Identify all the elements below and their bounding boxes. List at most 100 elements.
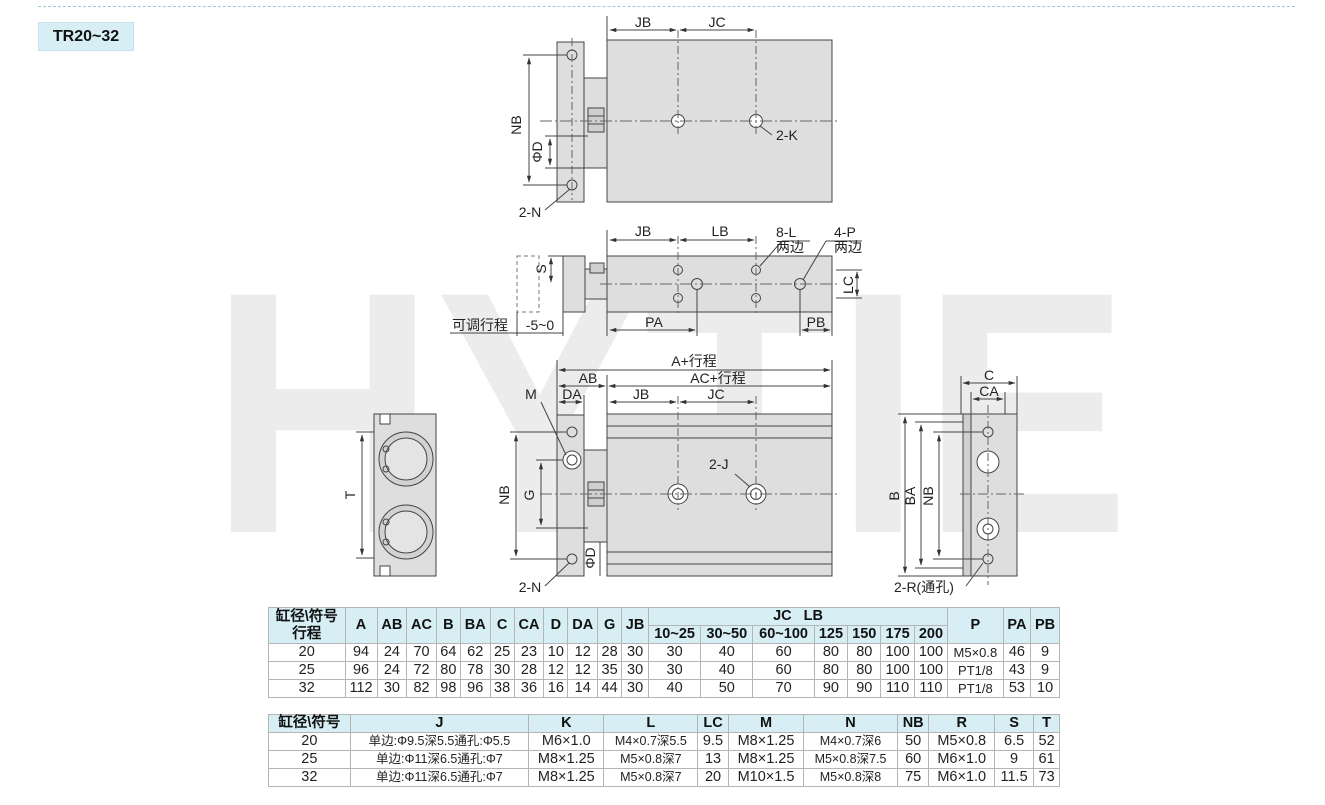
table-cell: 40 bbox=[647, 679, 702, 698]
label-jc-bottom: JC bbox=[707, 386, 724, 402]
label-2n-bottom: 2-N bbox=[519, 579, 542, 595]
label-da: DA bbox=[562, 386, 582, 402]
table-cell: 35 bbox=[597, 661, 623, 680]
t1-h-stroke: 125 bbox=[813, 625, 849, 644]
table-cell: 单边:Φ11深6.5通孔:Φ7 bbox=[349, 750, 530, 769]
table-cell: 112 bbox=[344, 679, 378, 698]
table-cell: 30 bbox=[621, 643, 649, 662]
table-cell: M4×0.7深6 bbox=[803, 732, 898, 751]
table-cell: 53 bbox=[1002, 679, 1032, 698]
label-phid-bottom: ΦD bbox=[582, 547, 598, 568]
table-cell: 12 bbox=[543, 661, 569, 680]
table-cell: 6.5 bbox=[993, 732, 1035, 751]
table-cell: 75 bbox=[896, 768, 930, 787]
t2-h-lc: LC bbox=[697, 714, 729, 733]
t1-h-stroke: 30~50 bbox=[700, 625, 754, 644]
t1-h-b: B bbox=[435, 607, 461, 644]
table-cell: 44 bbox=[597, 679, 623, 698]
table-cell: 30 bbox=[647, 661, 702, 680]
label-2k: 2-K bbox=[776, 127, 798, 143]
table-cell: 9 bbox=[1030, 661, 1060, 680]
model-title: TR20~32 bbox=[52, 27, 120, 45]
table-cell: 80 bbox=[813, 661, 849, 680]
label-jb-top: JB bbox=[635, 14, 651, 30]
label-a-stroke: A+行程 bbox=[671, 353, 717, 369]
table-cell: 10 bbox=[543, 643, 569, 662]
label-nb-right: NB bbox=[920, 486, 936, 505]
t2-h-r: R bbox=[928, 714, 995, 733]
table-cell: 32 bbox=[268, 768, 351, 787]
table-cell: M8×1.25 bbox=[528, 750, 605, 769]
table-cell: 单边:Φ9.5深5.5通孔:Φ5.5 bbox=[349, 732, 530, 751]
table-cell: 9 bbox=[993, 750, 1035, 769]
t1-h-stroke: 60~100 bbox=[752, 625, 815, 644]
label-ca: CA bbox=[979, 383, 999, 399]
t1-h-jc-lb: JC LB bbox=[647, 607, 949, 626]
table-cell: 72 bbox=[406, 661, 437, 680]
table-cell: M5×0.8深7.5 bbox=[803, 750, 898, 769]
table-cell: 25 bbox=[268, 661, 346, 680]
t1-h-d: D bbox=[543, 607, 569, 644]
table-cell: M8×1.25 bbox=[528, 768, 605, 787]
table-cell: 100 bbox=[913, 643, 949, 662]
t1-h-stroke: 10~25 bbox=[647, 625, 702, 644]
table-cell: 52 bbox=[1033, 732, 1060, 751]
label-ab: AB bbox=[579, 370, 598, 386]
table-cell: 90 bbox=[847, 679, 882, 698]
t1-h-stroke: 150 bbox=[847, 625, 882, 644]
table-cell: 80 bbox=[435, 661, 461, 680]
table-cell: PT1/8 bbox=[947, 679, 1004, 698]
t1-h-ba: BA bbox=[459, 607, 491, 644]
label-pb: PB bbox=[807, 314, 826, 330]
table-cell: 14 bbox=[567, 679, 599, 698]
label-2n-top: 2-N bbox=[519, 204, 542, 220]
table-cell: 32 bbox=[268, 679, 346, 698]
t1-h-a: A bbox=[344, 607, 378, 644]
table-cell: 70 bbox=[752, 679, 815, 698]
label-nb-bottom: NB bbox=[496, 485, 512, 504]
table-cell: 30 bbox=[647, 643, 702, 662]
table-cell: 96 bbox=[459, 679, 491, 698]
t1-h-pa: PA bbox=[1002, 607, 1032, 644]
table-cell: 80 bbox=[847, 643, 882, 662]
top-dashed-divider bbox=[38, 6, 1295, 7]
table-cell: 61 bbox=[1033, 750, 1060, 769]
label-nb-top: NB bbox=[508, 115, 524, 134]
t2-h-nb: NB bbox=[896, 714, 930, 733]
table-cell: 60 bbox=[896, 750, 930, 769]
table-cell: 80 bbox=[847, 661, 882, 680]
t1-corner: 缸径\符号行程 bbox=[268, 607, 346, 644]
table-cell: 30 bbox=[489, 661, 515, 680]
t2-h-s: S bbox=[993, 714, 1035, 733]
table-cell: 23 bbox=[513, 643, 545, 662]
table-cell: M5×0.8 bbox=[947, 643, 1004, 662]
model-title-badge: TR20~32 bbox=[38, 22, 134, 51]
t2-h-l: L bbox=[603, 714, 699, 733]
table-cell: 24 bbox=[376, 643, 408, 662]
table-cell: 50 bbox=[700, 679, 754, 698]
table-cell: 24 bbox=[376, 661, 408, 680]
table-cell: 40 bbox=[700, 643, 754, 662]
label-jb-bottom: JB bbox=[633, 386, 649, 402]
table-cell: 20 bbox=[268, 732, 351, 751]
label-2j: 2-J bbox=[709, 456, 728, 472]
table-cell: 9 bbox=[1030, 643, 1060, 662]
label-4p: 4-P bbox=[834, 224, 856, 240]
dimension-table-1: 缸径\符号行程 A AB AC B BA C CA D DA G JB JC L… bbox=[268, 607, 1060, 698]
label-jb-side: JB bbox=[635, 223, 651, 239]
t1-h-ab: AB bbox=[376, 607, 408, 644]
table-cell: 10 bbox=[1030, 679, 1060, 698]
t2-h-m: M bbox=[727, 714, 805, 733]
label-8l: 8-L bbox=[776, 224, 796, 240]
label-ba: BA bbox=[902, 486, 918, 505]
table-cell: 30 bbox=[621, 661, 649, 680]
label-b: B bbox=[886, 491, 902, 500]
table-cell: M5×0.8深8 bbox=[803, 768, 898, 787]
t1-h-jb: JB bbox=[621, 607, 649, 644]
table-cell: 46 bbox=[1002, 643, 1032, 662]
table-cell: 30 bbox=[621, 679, 649, 698]
